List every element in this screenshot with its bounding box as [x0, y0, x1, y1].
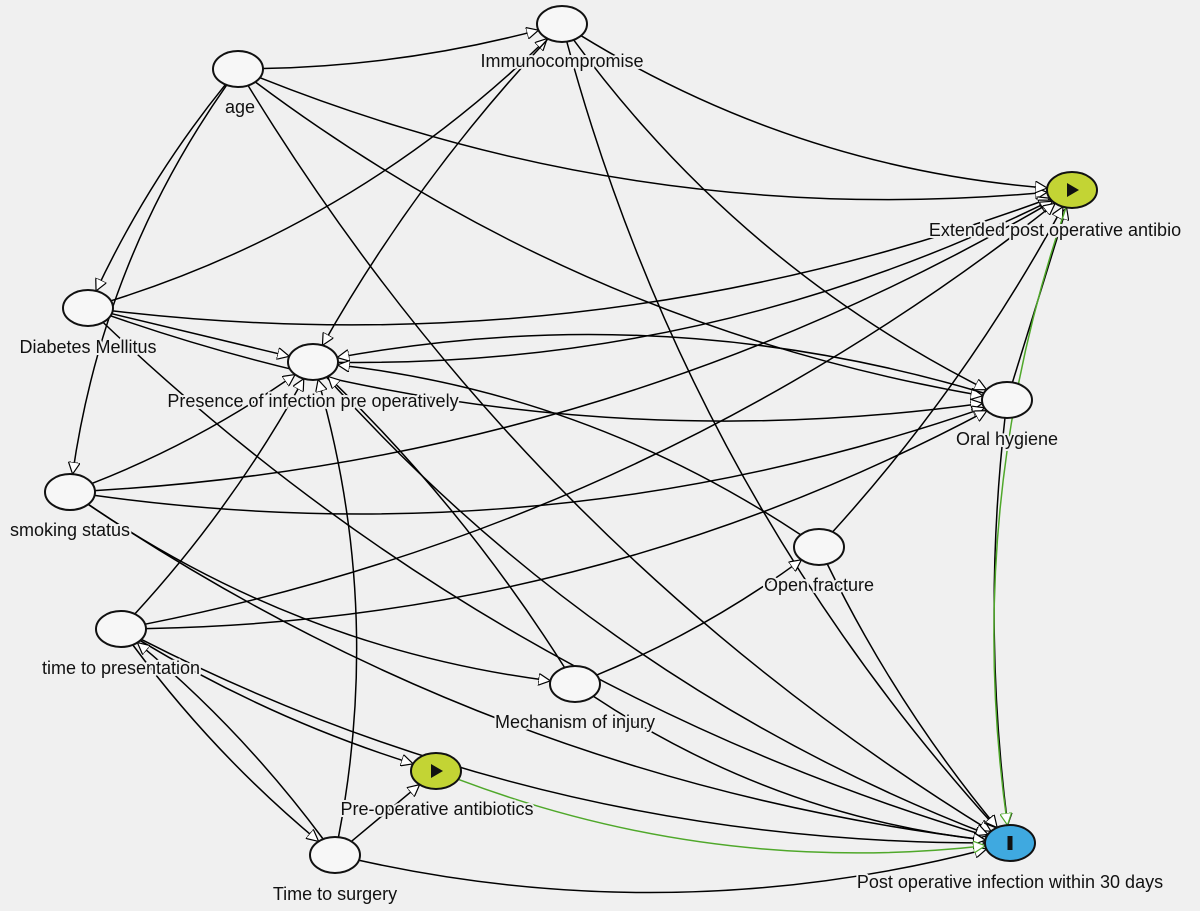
node-outcome[interactable]: Post operative infection within 30 days [855, 824, 1165, 894]
edge-age-to-ext_abx[interactable] [259, 77, 1047, 201]
node-ellipse[interactable] [981, 381, 1033, 419]
edge-time_pres-to-ext_abx[interactable] [144, 203, 1055, 625]
edge-smoking-to-outcome[interactable] [87, 503, 985, 840]
node-diabetes[interactable]: Diabetes Mellitus [17, 289, 159, 359]
edge-infection_pre-to-ext_abx[interactable] [337, 200, 1051, 364]
node-label-outcome: Post operative infection within 30 days [857, 872, 1163, 892]
node-infection_pre[interactable]: Presence of infection pre operatively [165, 343, 461, 413]
node-label-time_pres: time to presentation [42, 658, 200, 678]
play-icon [431, 764, 443, 778]
edges-layer [73, 30, 1067, 894]
edge-time_pres-to-pre_abx[interactable] [139, 639, 413, 764]
edge-time_pres-to-outcome[interactable] [141, 638, 985, 843]
node-label-diabetes: Diabetes Mellitus [19, 337, 156, 357]
node-ext_abx[interactable]: Extended post operative antibio [927, 171, 1183, 242]
node-label-mech: Mechanism of injury [495, 712, 655, 732]
node-pre_abx[interactable]: Pre-operative antibiotics [338, 752, 536, 821]
node-label-immuno: Immunocompromise [480, 51, 643, 71]
node-ellipse[interactable] [309, 836, 361, 874]
edge-time_pres-to-time_surg[interactable] [132, 644, 319, 842]
node-ellipse[interactable] [95, 610, 147, 648]
edge-infection_pre-to-outcome[interactable] [326, 376, 988, 834]
edge-time_surg-to-outcome[interactable] [358, 849, 987, 894]
node-label-infection_pre: Presence of infection pre operatively [167, 391, 458, 411]
outcome-bar-icon [1007, 836, 1013, 850]
node-immuno[interactable]: Immunocompromise [478, 5, 646, 73]
node-label-age: age [225, 97, 255, 117]
node-label-ext_abx: Extended post operative antibio [929, 220, 1181, 240]
node-label-time_surg: Time to surgery [273, 884, 397, 904]
edge-diabetes-to-infection_pre[interactable] [111, 312, 290, 357]
edge-age-to-oral[interactable] [254, 81, 982, 396]
edge-mech-to-open_fx[interactable] [596, 560, 802, 676]
edge-immuno-to-ext_abx[interactable] [580, 35, 1047, 188]
edge-age-to-smoking[interactable] [73, 84, 228, 474]
edge-immuno-to-diabetes[interactable] [110, 39, 547, 302]
edge-time_surg-to-pre_abx[interactable] [350, 785, 419, 842]
node-label-smoking: smoking status [10, 520, 130, 540]
node-oral[interactable]: Oral hygiene [954, 381, 1060, 451]
edge-smoking-to-infection_pre[interactable] [91, 375, 295, 485]
node-time_surg[interactable]: Time to surgery [271, 836, 399, 906]
node-ellipse[interactable] [212, 50, 264, 88]
node-age[interactable]: age [212, 50, 264, 119]
edge-time_surg-to-time_pres[interactable] [137, 643, 324, 840]
edge-age-to-immuno[interactable] [262, 30, 539, 70]
edge-time_surg-to-infection_pre[interactable] [318, 380, 358, 838]
node-ellipse[interactable] [287, 343, 339, 381]
edge-diabetes-to-oral[interactable] [110, 315, 983, 422]
edge-ext_abx-to-outcome[interactable] [993, 207, 1067, 825]
edge-age-to-diabetes[interactable] [96, 84, 227, 291]
node-ellipse[interactable] [536, 5, 588, 43]
node-ellipse[interactable] [62, 289, 114, 327]
edge-time_pres-to-oral[interactable] [145, 410, 987, 630]
edge-open_fx-to-infection_pre[interactable] [338, 365, 802, 536]
edge-smoking-to-oral[interactable] [94, 408, 985, 515]
node-smoking[interactable]: smoking status [8, 473, 132, 542]
edge-immuno-to-oral[interactable] [573, 39, 987, 391]
node-label-pre_abx: Pre-operative antibiotics [340, 799, 533, 819]
node-time_pres[interactable]: time to presentation [40, 610, 202, 680]
edge-time_pres-to-infection_pre[interactable] [134, 379, 305, 615]
edge-diabetes-to-ext_abx[interactable] [112, 198, 1050, 326]
node-mech[interactable]: Mechanism of injury [493, 665, 657, 734]
edge-age-to-outcome[interactable] [247, 85, 991, 831]
node-label-open_fx: Open fracture [764, 575, 874, 595]
edge-oral-to-infection_pre[interactable] [337, 333, 985, 394]
edge-pre_abx-to-outcome[interactable] [457, 778, 985, 854]
edge-open_fx-to-outcome[interactable] [826, 563, 997, 828]
node-ellipse[interactable] [793, 528, 845, 566]
node-open_fx[interactable]: Open fracture [762, 528, 876, 597]
edge-open_fx-to-ext_abx[interactable] [832, 207, 1064, 533]
edge-mech-to-infection_pre[interactable] [328, 376, 566, 669]
edge-mech-to-outcome[interactable] [592, 695, 985, 840]
play-icon [1067, 183, 1079, 197]
node-ellipse[interactable] [44, 473, 96, 511]
node-label-oral: Oral hygiene [956, 429, 1058, 449]
edge-immuno-to-infection_pre[interactable] [322, 38, 549, 345]
node-ellipse[interactable] [549, 665, 601, 703]
edge-immuno-to-outcome[interactable] [566, 41, 997, 828]
